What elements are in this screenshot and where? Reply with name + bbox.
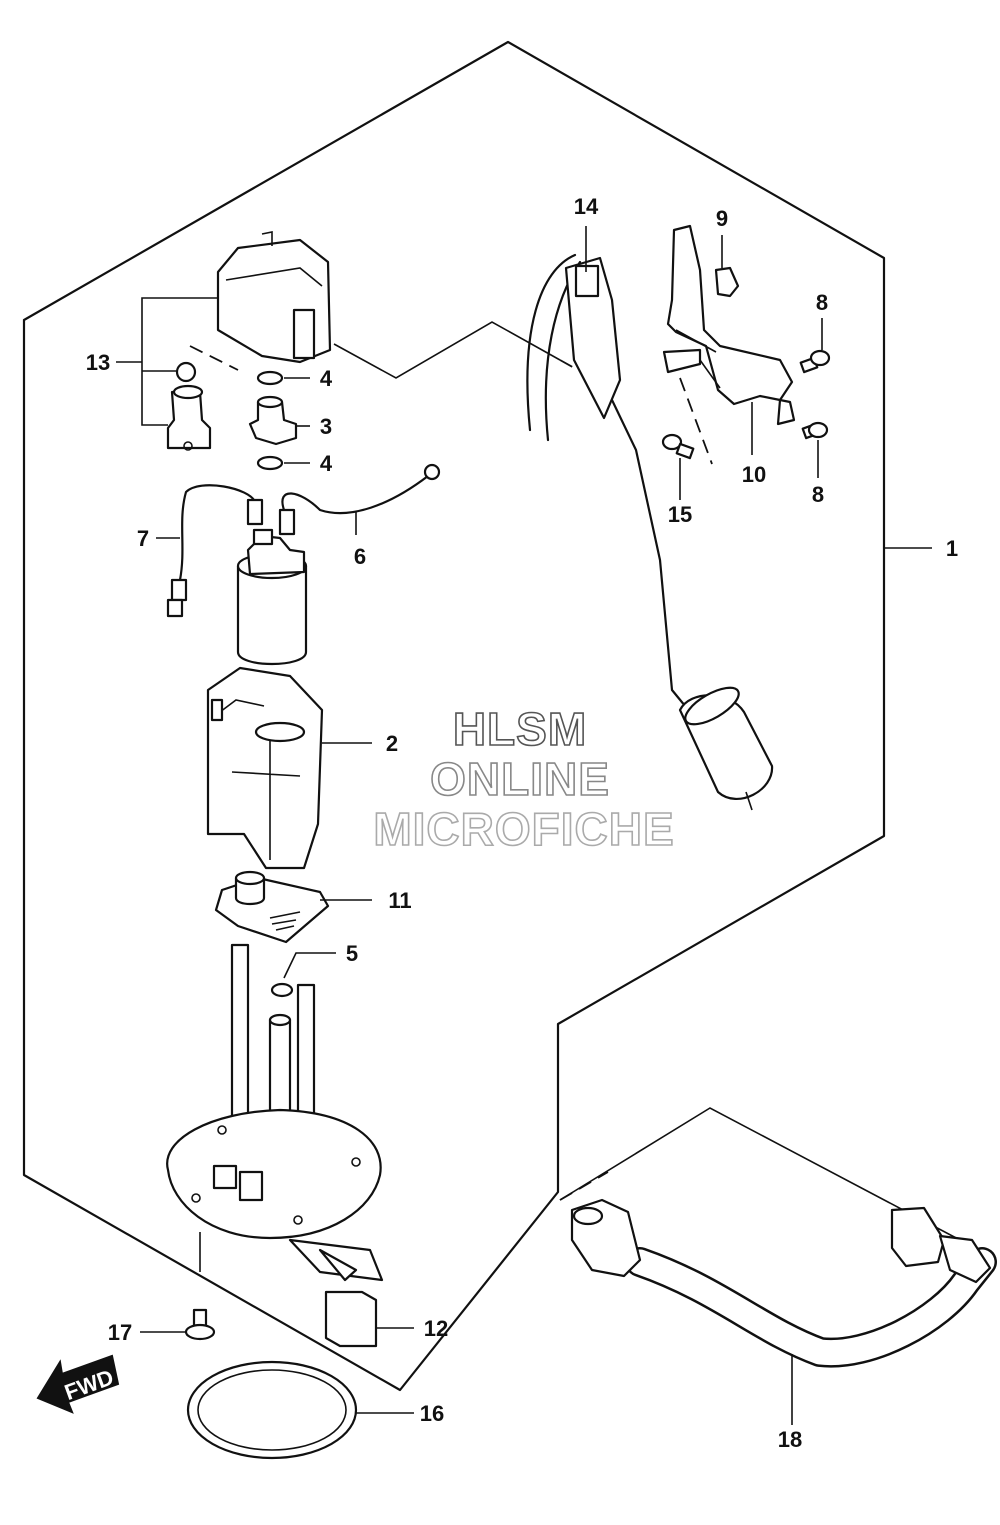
callout-13: 13: [86, 350, 110, 375]
part-3-fitting: [248, 395, 298, 446]
part-15-screw: [661, 433, 695, 460]
part-12-pad: [324, 1290, 378, 1348]
part-18-hose: [570, 1198, 997, 1368]
callout-7: 7: [137, 526, 149, 551]
callout-4a: 4: [320, 366, 333, 391]
part-14-fuel-sender: [526, 253, 774, 811]
part-7-wire: [178, 484, 257, 582]
part-13-regulator: [166, 231, 332, 451]
part-2-holder: [206, 666, 324, 870]
callout-15: 15: [668, 502, 692, 527]
watermark-line-3: MICROFICHE: [373, 803, 674, 855]
part-4-oring-upper: [256, 370, 284, 386]
part-17-screw: [184, 1308, 216, 1341]
part-9-clip: [714, 266, 740, 298]
callout-17: 17: [108, 1320, 132, 1345]
fwd-arrow: FWD: [36, 1354, 120, 1414]
callout-4b: 4: [320, 451, 333, 476]
part-6-wire: [281, 474, 430, 515]
bracket-10-dash: [679, 377, 713, 465]
pump-base-assembly: [166, 943, 384, 1282]
callout-2: 2: [386, 731, 398, 756]
callout-8a: 8: [816, 290, 828, 315]
watermark: HLSM ONLINE MICROFICHE: [373, 702, 675, 856]
part-10-bracket: [662, 224, 796, 426]
assembly-guide-line: [333, 321, 561, 379]
part-11-filter: [214, 870, 330, 944]
hose-guide-dash: [559, 1171, 609, 1201]
callout-6: 6: [354, 544, 366, 569]
fuel-pump-motor: [236, 528, 308, 666]
watermark-line-2: ONLINE: [430, 753, 610, 805]
callout-10: 10: [742, 462, 766, 487]
callout-12: 12: [424, 1316, 448, 1341]
part-8-screw-upper: [799, 349, 831, 374]
callout-18: 18: [778, 1427, 802, 1452]
assembly-outline: [22, 40, 886, 1392]
callout-3: 3: [320, 414, 332, 439]
watermark-line-1: HLSM: [453, 703, 587, 755]
callout-14: 14: [574, 194, 599, 219]
part-4-oring-lower: [256, 455, 284, 471]
callout-16: 16: [420, 1401, 444, 1426]
part-5-oring: [270, 982, 294, 998]
part-16-gasket: [186, 1360, 358, 1460]
hose-guide-outline: [559, 1107, 961, 1241]
part-8-screw-lower: [801, 421, 829, 440]
callout-1: 1: [946, 536, 958, 561]
callout-11: 11: [388, 888, 411, 913]
callout-5: 5: [346, 941, 358, 966]
leader-5: [283, 952, 336, 979]
callout-9: 9: [716, 206, 728, 231]
callout-8b: 8: [812, 482, 824, 507]
